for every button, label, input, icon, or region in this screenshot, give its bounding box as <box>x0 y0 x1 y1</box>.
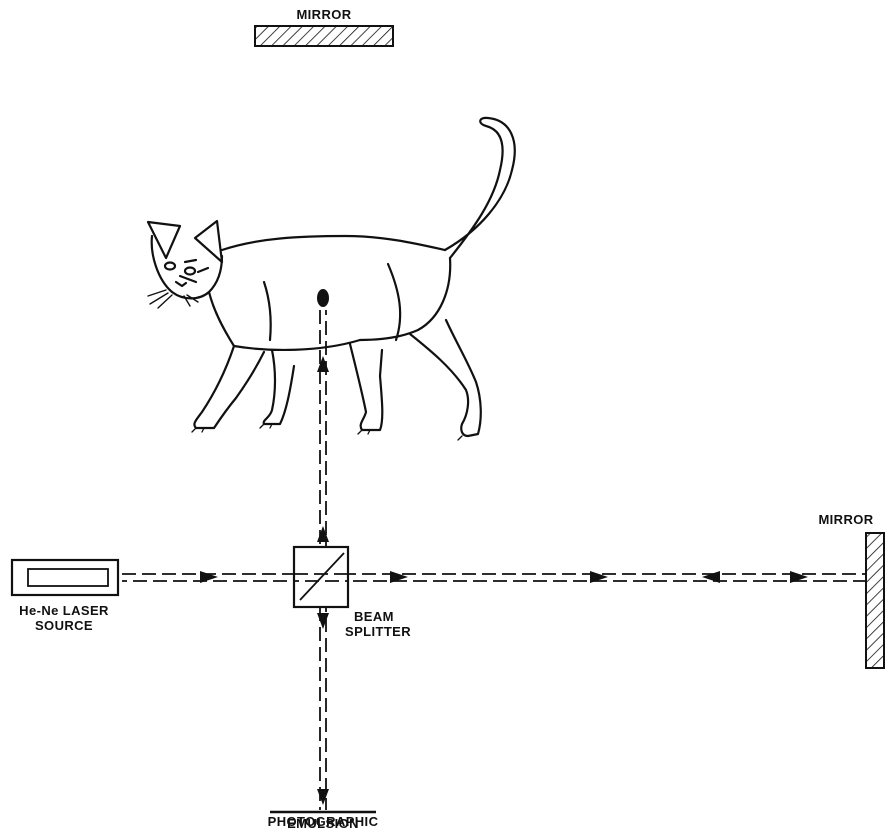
horizontal-beam <box>122 571 866 583</box>
beam-splitter-label-line2: SPLITTER <box>345 624 411 639</box>
photographic-emulsion: PHOTOGRAPHIC EMULSION <box>268 810 379 831</box>
beam-splitter: BEAM SPLITTER <box>292 545 411 639</box>
top-mirror-plate <box>254 25 394 47</box>
laser-tube <box>27 568 109 587</box>
emulsion-label-line1: PHOTOGRAPHIC <box>268 814 379 829</box>
laser-source: He-Ne LASER SOURCE <box>10 558 120 633</box>
beam-splitter-label-line1: BEAM <box>354 609 394 624</box>
cat-illustration <box>146 116 516 441</box>
top-mirror-label: MIRROR <box>296 7 351 22</box>
right-mirror-label: MIRROR <box>818 512 873 527</box>
right-mirror: MIRROR <box>818 512 885 669</box>
emulsion-label-line2: EMULSION <box>287 816 359 831</box>
vertical-beam <box>317 310 329 810</box>
top-mirror: MIRROR <box>254 7 394 47</box>
laser-label-line2: SOURCE <box>35 618 93 633</box>
beam-spot <box>317 289 329 307</box>
right-mirror-plate <box>865 532 885 669</box>
beam-splitter-diagonal <box>299 552 345 601</box>
laser-label-line1: He-Ne LASER <box>19 603 109 618</box>
